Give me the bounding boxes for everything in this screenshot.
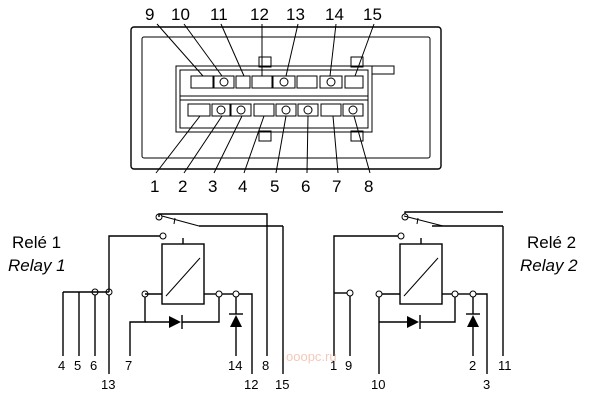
- relay-1-terminal-8: 8: [262, 358, 269, 373]
- relay-1-terminal-5: 5: [74, 358, 81, 373]
- pin-label-7: 7: [332, 177, 341, 196]
- pin-label-8: 8: [364, 177, 373, 196]
- top-row-terminals: [190, 75, 364, 89]
- relay-2-schematic: Relé 2 Relay 2: [330, 211, 578, 392]
- pin-label-12: 12: [250, 5, 269, 24]
- relay-2-terminal-11: 11: [498, 358, 512, 373]
- pin-label-15: 15: [363, 5, 382, 24]
- pin-label-9: 9: [145, 5, 154, 24]
- relay-1-terminal-14: 14: [228, 358, 242, 373]
- relay-2-terminal-1: 1: [330, 358, 337, 373]
- top-pin-leaders: [156, 23, 375, 77]
- pin-label-4: 4: [238, 177, 247, 196]
- bottom-pin-labels: 1 2 3 4 5 6 7 8: [150, 177, 373, 196]
- pin-label-11: 11: [210, 5, 228, 24]
- pin-label-1: 1: [150, 177, 159, 196]
- relay-1-schematic: Relé 1 Relay 1: [8, 213, 289, 392]
- relay-2-subtitle: Relay 2: [520, 256, 578, 275]
- pin-label-10: 10: [171, 5, 190, 24]
- pin-label-3: 3: [208, 177, 217, 196]
- pin-label-6: 6: [301, 177, 310, 196]
- relay-1-terminal-15: 15: [275, 377, 289, 392]
- bottom-row-terminals: [187, 103, 364, 117]
- relay-1-terminal-4: 4: [58, 358, 65, 373]
- relay-1-terminal-7: 7: [125, 358, 132, 373]
- relay-1-terminal-6: 6: [90, 358, 97, 373]
- bottom-pin-leaders: [155, 115, 371, 174]
- pin-label-5: 5: [270, 177, 279, 196]
- relay-1-terminal-13: 13: [101, 377, 115, 392]
- relay-2-terminal-2: 2: [469, 358, 476, 373]
- relay-2-terminal-9: 9: [345, 358, 352, 373]
- relay-2-terminal-10: 10: [371, 377, 385, 392]
- pin-label-2: 2: [178, 177, 187, 196]
- connector-housing: [130, 26, 442, 170]
- watermark: ooopc.ru: [286, 349, 337, 364]
- pin-label-13: 13: [286, 5, 305, 24]
- relay-2-title: Relé 2: [527, 233, 576, 252]
- relay-1-subtitle: Relay 1: [8, 256, 66, 275]
- relay-1-title: Relé 1: [12, 233, 61, 252]
- relay-2-terminal-3: 3: [483, 377, 490, 392]
- relay-1-terminal-12: 12: [244, 377, 258, 392]
- top-pin-labels: 9 10 11 12 13 14 15: [145, 5, 382, 24]
- pin-label-14: 14: [325, 5, 344, 24]
